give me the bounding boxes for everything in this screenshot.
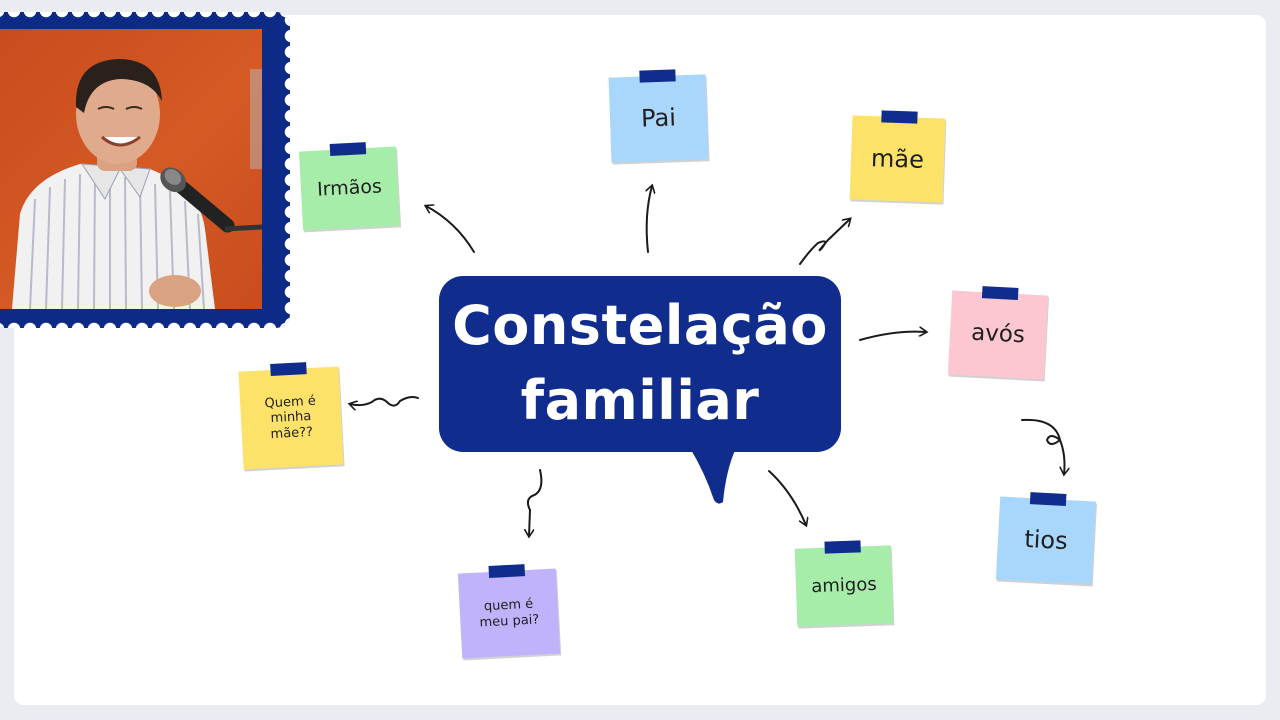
note-tape	[329, 142, 366, 156]
arrow-to-quem-mae	[350, 396, 419, 406]
note-tape	[981, 286, 1019, 300]
note-label-mae: mãe	[870, 143, 925, 174]
central-topic-line-2: familiar	[520, 369, 760, 432]
speaker-photo	[0, 29, 262, 309]
arrow-to-tios	[1021, 418, 1065, 474]
note-quem-meu-pai: quem é meu pai?	[457, 564, 561, 659]
note-tape	[880, 110, 918, 124]
arrow-to-avos	[859, 332, 926, 341]
note-label-tios: tios	[1023, 524, 1069, 556]
photo-frame	[0, 12, 290, 328]
note-quem-minha-mae: Quem é minha mãe??	[238, 362, 344, 470]
note-tape	[638, 69, 676, 83]
note-avos: avós	[947, 286, 1049, 380]
arrow-to-mae	[799, 219, 850, 265]
note-pai: Pai	[608, 69, 709, 163]
note-irmaos: Irmãos	[298, 142, 401, 231]
note-tape	[270, 362, 307, 377]
arrow-to-pai	[647, 186, 652, 253]
arrow-to-amigos	[768, 470, 806, 525]
arrow-to-quem-pai	[528, 469, 543, 536]
note-tios: tios	[995, 492, 1097, 585]
speaker-illustration	[12, 59, 262, 309]
note-mae: mãe	[849, 110, 946, 203]
note-label-irmaos: Irmãos	[316, 175, 383, 201]
central-topic-line-1: Constelação	[452, 294, 828, 358]
note-tape	[1029, 492, 1067, 506]
speech-bubble-tail	[690, 448, 736, 504]
central-topic-bubble: Constelação familiar	[439, 276, 841, 452]
note-tape	[488, 564, 526, 578]
note-label-avos: avós	[970, 319, 1026, 349]
note-label-quem-meu-pai: quem é meu pai?	[479, 596, 540, 631]
note-tape	[824, 540, 861, 554]
arrow-to-irmaos	[426, 206, 475, 253]
note-label-amigos: amigos	[810, 574, 878, 598]
note-amigos: amigos	[794, 540, 894, 627]
note-label-pai: Pai	[640, 103, 677, 133]
note-label-quem-minha-mae: Quem é minha mãe??	[264, 393, 317, 442]
